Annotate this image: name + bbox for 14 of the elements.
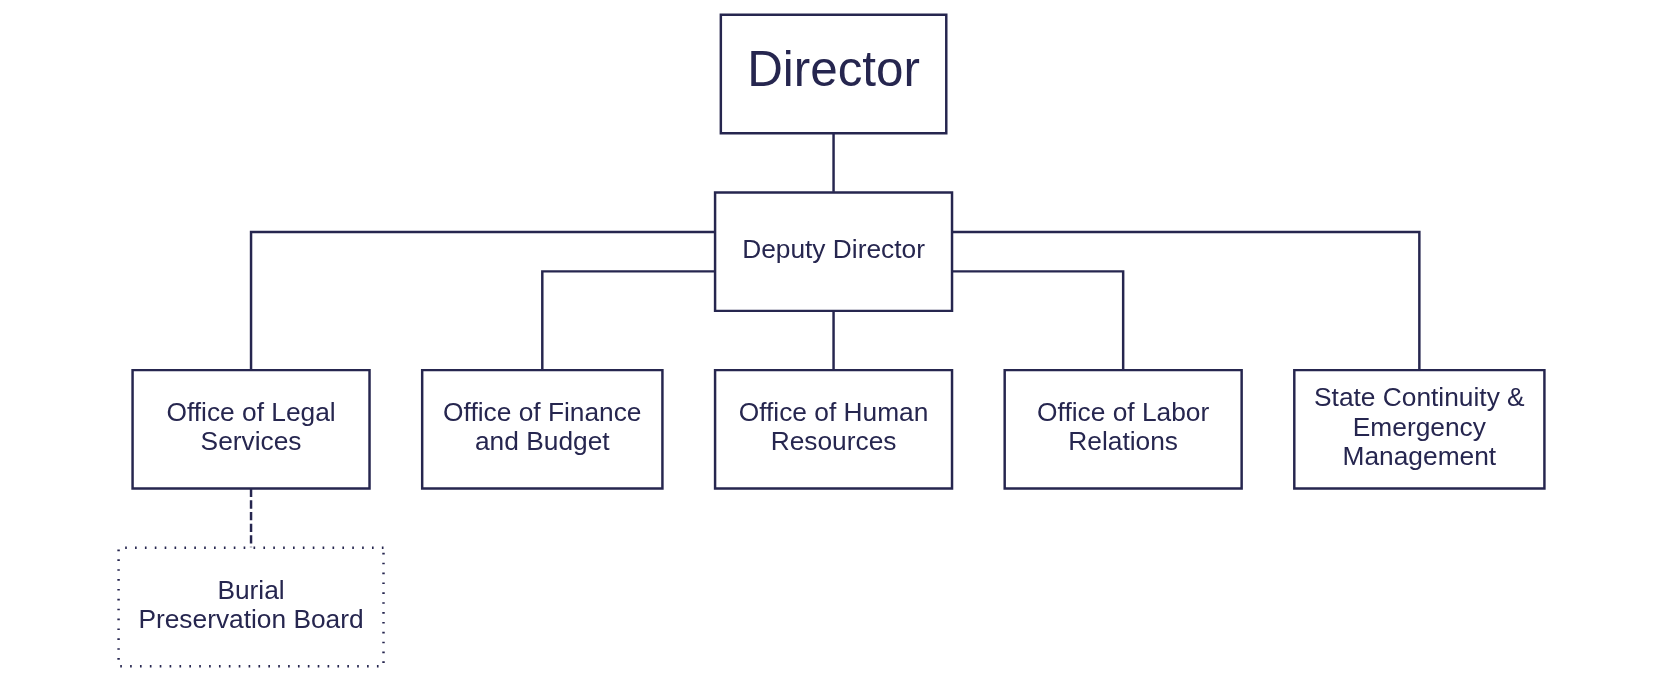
node-box: Director	[719, 13, 947, 135]
connector	[951, 270, 1124, 371]
node-box: Office of Finance and Budget	[420, 368, 664, 490]
node-box: Office of Labor Relations	[1002, 368, 1243, 490]
node-box: Office of Legal Services	[130, 368, 371, 490]
node-box: State Continuity & Emergency Management	[1292, 368, 1546, 490]
connector	[831, 311, 835, 370]
node-box: Deputy Director	[713, 191, 953, 313]
connector	[951, 230, 1421, 371]
connector	[540, 270, 715, 371]
connector	[831, 133, 835, 192]
connector	[249, 230, 715, 371]
node-box: Burial Preservation Board	[116, 546, 385, 668]
node-box: Office of Human Resources	[713, 368, 953, 490]
